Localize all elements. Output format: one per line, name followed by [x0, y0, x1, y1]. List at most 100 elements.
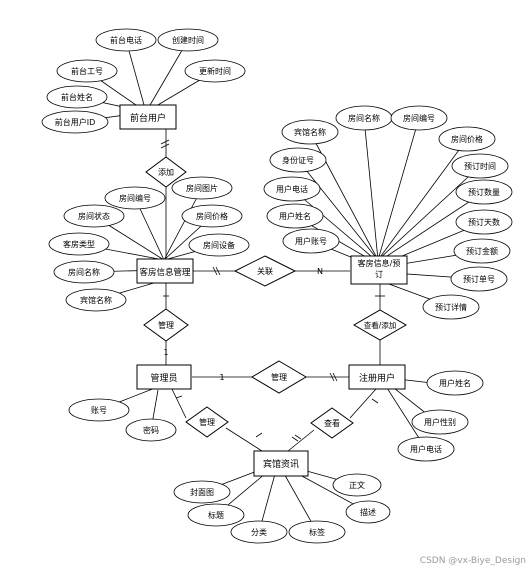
entity-room-info-booking: 客房信息/预订	[350, 255, 408, 285]
attribute-label: 账号	[91, 406, 107, 415]
attribute-room-info-booking-5: 预订时间	[451, 153, 509, 179]
svg-text:关联: 关联	[257, 266, 273, 276]
attribute-label: 用户姓名	[439, 378, 471, 388]
attribute-label: 更新时间	[199, 66, 231, 76]
attribute-label: 标题	[208, 510, 224, 520]
attribute-label: 描述	[360, 507, 376, 517]
attribute-label: 用户性别	[424, 417, 456, 427]
attribute-room-info-booking-13: 预订详情	[422, 294, 480, 320]
attribute-room-info-mgmt-2: 房间状态	[63, 204, 125, 228]
entity-registered-user: 注册用户	[348, 364, 406, 390]
attribute-label: 客房类型	[63, 239, 95, 249]
entity-admin: 管理员	[136, 364, 192, 390]
svg-text:管理: 管理	[158, 320, 174, 330]
relation-manage-left: 管理	[143, 308, 189, 342]
attribute-room-info-mgmt-4: 客房类型	[48, 232, 110, 256]
attribute-label: 预订数量	[468, 187, 500, 197]
entity-room-info-mgmt: 客房信息管理	[136, 258, 194, 284]
svg-text:管理员: 管理员	[150, 372, 177, 384]
cardinality-booking-link: N	[317, 267, 323, 276]
attribute-room-info-booking-10: 用户账号	[282, 228, 340, 254]
attribute-room-info-booking-6: 用户电话	[263, 176, 321, 202]
relation-manage-bottom: 管理	[185, 406, 229, 438]
attribute-front-user-1: 创建时间	[157, 28, 219, 52]
attributes-layer: 前台电话创建时间前台工号更新时间前台姓名前台用户ID房间编号房间图片房间状态房间…	[41, 28, 513, 544]
svg-text:管理: 管理	[271, 372, 287, 382]
svg-text:宾馆资讯: 宾馆资讯	[263, 458, 299, 470]
attribute-registered-user-1: 用户性别	[411, 409, 469, 435]
relation-view-bottom: 查看	[310, 407, 354, 439]
attribute-room-info-mgmt-3: 房间价格	[181, 204, 243, 228]
attribute-label: 宾馆名称	[80, 295, 112, 305]
attribute-label: 用户姓名	[279, 211, 311, 221]
attribute-label: 房间编号	[119, 193, 151, 203]
attribute-hotel-news-5: 标签	[288, 520, 346, 544]
attribute-label: 用户电话	[276, 184, 308, 194]
attribute-label: 房间图片	[186, 183, 218, 193]
attribute-label: 用户账号	[295, 236, 327, 246]
booking-line-1: 客房信息/预订	[358, 258, 401, 279]
attribute-room-info-booking-8: 用户姓名	[266, 203, 324, 229]
attribute-front-user-2: 前台工号	[56, 59, 118, 83]
attribute-label: 正文	[349, 480, 365, 490]
attribute-hotel-news-0: 正文	[332, 473, 382, 497]
entity-hotel-news: 宾馆资讯	[253, 450, 309, 477]
attribute-front-user-3: 更新时间	[184, 59, 246, 83]
attribute-label: 前台用户ID	[55, 117, 96, 127]
attribute-front-user-4: 前台姓名	[46, 85, 108, 109]
attribute-label: 房间状态	[78, 211, 110, 221]
attribute-front-user-0: 前台电话	[95, 28, 157, 52]
relation-add: 添加	[145, 156, 187, 188]
attribute-label: 房间编号	[403, 113, 435, 123]
attribute-room-info-booking-3: 房间价格	[438, 126, 496, 152]
attribute-label: 房间名称	[68, 267, 100, 277]
attribute-label: 创建时间	[172, 35, 204, 45]
attribute-label: 身份证号	[282, 155, 314, 165]
attribute-admin-1: 密码	[125, 418, 177, 442]
attribute-room-info-mgmt-5: 房间设备	[188, 233, 250, 257]
attribute-label: 宾馆名称	[294, 127, 326, 137]
attribute-room-info-booking-11: 预订金额	[453, 238, 511, 264]
attribute-label: 封面图	[190, 487, 214, 497]
attribute-label: 预订单号	[463, 274, 495, 284]
attribute-room-info-booking-4: 身份证号	[269, 147, 327, 173]
attribute-registered-user-2: 用户电话	[397, 436, 455, 462]
attribute-hotel-news-4: 分类	[230, 520, 288, 544]
attribute-label: 房间价格	[196, 211, 228, 221]
attribute-room-info-booking-1: 房间名称	[335, 105, 393, 131]
attribute-label: 用户电话	[410, 444, 442, 454]
attribute-room-info-mgmt-1: 房间图片	[171, 176, 233, 200]
attribute-label: 预订金额	[466, 246, 498, 256]
attribute-room-info-booking-7: 预订数量	[455, 179, 513, 205]
entity-front-user: 前台用户	[119, 104, 177, 130]
svg-text:添加: 添加	[158, 167, 174, 177]
attribute-front-user-5: 前台用户ID	[41, 110, 109, 134]
attribute-label: 预订时间	[464, 161, 496, 171]
attribute-room-info-booking-12: 预订单号	[450, 266, 508, 292]
attribute-label: 预订天数	[468, 217, 500, 227]
attribute-room-info-mgmt-0: 房间编号	[104, 186, 166, 210]
relation-review-add: 查看/添加	[352, 309, 408, 341]
attribute-registered-user-0: 用户姓名	[426, 370, 484, 396]
cardinality-labels: N 1 1	[163, 267, 323, 382]
svg-text:注册用户: 注册用户	[359, 372, 395, 384]
relation-link: 关联	[233, 255, 297, 287]
attribute-label: 房间价格	[451, 134, 483, 144]
attribute-label: 标签	[309, 527, 325, 537]
svg-text:查看/添加: 查看/添加	[364, 320, 397, 330]
svg-text:管理: 管理	[199, 417, 215, 427]
attribute-admin-0: 账号	[68, 398, 130, 422]
attribute-hotel-news-3: 标题	[187, 503, 245, 527]
connector-ticks	[160, 139, 385, 442]
attribute-label: 密码	[143, 425, 159, 435]
attribute-label: 房间名称	[348, 113, 380, 123]
attribute-hotel-news-1: 封面图	[173, 480, 231, 504]
attribute-label: 前台电话	[110, 35, 142, 45]
attribute-label: 前台工号	[71, 66, 103, 76]
cardinality-admin-manage: 1	[163, 348, 168, 357]
attribute-label: 分类	[251, 527, 267, 537]
relation-manage-mid: 管理	[251, 360, 307, 394]
watermark: CSDN @vx-Biye_Design	[419, 556, 526, 566]
svg-text:客房信息管理: 客房信息管理	[139, 267, 191, 278]
